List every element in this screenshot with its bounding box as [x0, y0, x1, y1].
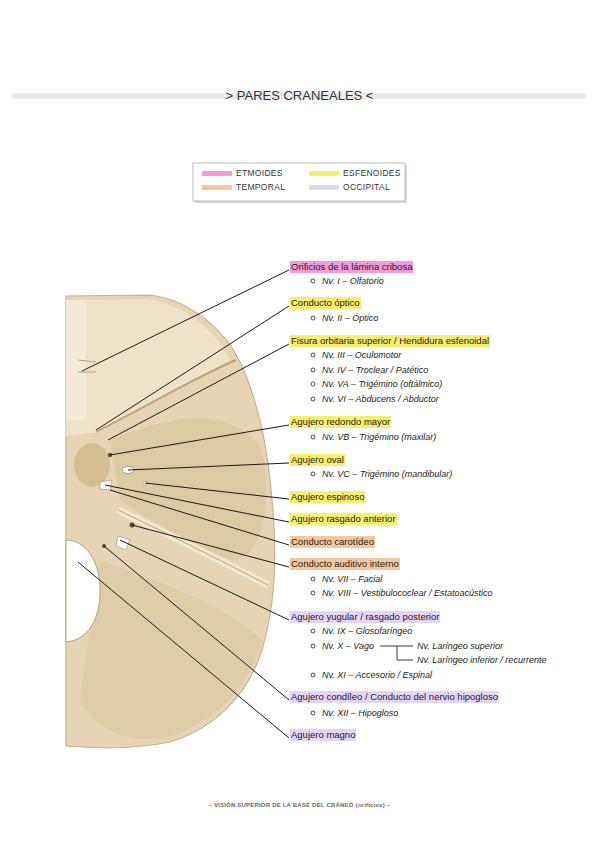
caption: – VISIÓN SUPERIOR DE LA BASE DEL CRÁNEO …	[0, 802, 599, 808]
legend-swatch	[309, 171, 339, 176]
leader-line	[108, 344, 289, 440]
nerve-label: Nv. XI – Accesorio / Espinal	[322, 669, 432, 681]
foramen-label: Agujero condíleo / Conducto del nervio h…	[290, 691, 499, 703]
skull-base	[66, 295, 275, 748]
cribriform-plate	[66, 300, 86, 420]
list-bullet	[311, 629, 315, 633]
list-bullet	[311, 382, 315, 386]
nerve-label: Nv. XII – Hipogloso	[322, 707, 398, 719]
nerve-label: Nv. VIII – Vestibulococlear / Estatoacús…	[322, 587, 493, 599]
foramen-name: Conducto carotídeo	[291, 536, 374, 547]
leader-line	[110, 490, 289, 545]
foramen-name: Agujero condíleo / Conducto del nervio h…	[291, 691, 498, 702]
nerve-label: Nv. Laríngeo inferior / recurrente	[417, 654, 546, 666]
nerve-label: Nv. VI – Abducens / Abductor	[322, 393, 439, 405]
foramen-label: Agujero redondo mayor	[290, 416, 391, 428]
nerve-label: Nv. VC – Trigémino (mandibular)	[322, 468, 452, 480]
foramen-name: Conducto óptico	[291, 297, 360, 308]
foramen-name: Agujero rasgado anterior	[291, 513, 396, 524]
nerve-label: Nv. IV – Troclear / Patético	[322, 364, 428, 376]
nerve-label: Nv. X – Vago	[322, 640, 374, 652]
list-bullet	[311, 435, 315, 439]
list-bullet	[311, 577, 315, 581]
nerve-label: Nv. III – Oculomotor	[322, 349, 401, 361]
petrous-edge	[118, 510, 268, 585]
middle-fossa	[110, 419, 266, 560]
branch-bracket	[380, 646, 413, 660]
petrous-ridge	[118, 510, 268, 585]
foramen-label: Agujero magno	[290, 729, 356, 741]
foramen-name: Agujero redondo mayor	[291, 416, 390, 427]
leader-line	[128, 463, 289, 470]
list-bullet	[311, 711, 315, 715]
legend-text: TEMPORAL	[236, 182, 285, 192]
nerve-label: Nv. Laríngeo superior	[417, 640, 503, 652]
list-bullet	[311, 353, 315, 357]
list-bullet	[311, 591, 315, 595]
foramen-label: Orificios de la lámina cribosa	[290, 261, 413, 273]
nerve-label: Nv. IX – Glosofaríngeo	[322, 625, 412, 637]
anterior-fossa	[66, 299, 230, 436]
legend-text: ESFENOIDES	[343, 168, 401, 178]
foramen-name: Fisura orbitaria superior / Hendidura es…	[291, 335, 489, 346]
page-title: > PARES CRANEALES <	[0, 88, 599, 104]
nerve-label: Nv. I – Olfatorio	[322, 275, 384, 287]
sella-turcica	[74, 443, 110, 487]
leader-line	[104, 546, 289, 700]
nerve-label: Nv. II – Óptico	[322, 312, 378, 324]
foramen-label: Conducto auditivo interno	[290, 558, 400, 570]
nerve-label: Nv. VA – Trigémino (oftálmico)	[322, 378, 442, 390]
foramen-label: Agujero espinoso	[290, 491, 365, 503]
foramen-magnum	[66, 540, 100, 642]
foramen-name: Agujero oval	[291, 454, 344, 465]
leader-line	[78, 562, 289, 738]
leader-line	[82, 270, 289, 371]
foramen-label: Agujero oval	[290, 454, 345, 466]
legend-text: ETMOIDES	[236, 168, 283, 178]
legend-swatch	[202, 185, 232, 190]
legend-text: OCCIPITAL	[343, 182, 390, 192]
foramen-label: Fisura orbitaria superior / Hendidura es…	[290, 335, 490, 347]
list-bullet	[311, 397, 315, 401]
leader-line	[132, 525, 289, 567]
leader-line	[145, 483, 289, 499]
foramen-name: Agujero espinoso	[291, 491, 364, 502]
legend-frame	[193, 163, 405, 201]
foramen-label: Agujero yugular / rasgado posterior	[290, 611, 440, 623]
foramen-label: Conducto óptico	[290, 297, 361, 309]
list-bullet	[311, 673, 315, 677]
foramen-label: Agujero rasgado anterior	[290, 513, 397, 525]
leader-line	[110, 425, 289, 455]
list-bullet	[311, 472, 315, 476]
leader-lines	[78, 270, 289, 738]
leader-line	[96, 306, 289, 430]
foramen-name: Agujero magno	[291, 729, 355, 740]
nerve-label: Nv. VB – Trigémino (maxilar)	[322, 431, 436, 443]
list-bullet	[311, 279, 315, 283]
legend-swatch	[309, 185, 339, 190]
jugular-foramen	[116, 536, 130, 550]
legend-swatch	[202, 171, 232, 176]
list-bullet	[311, 316, 315, 320]
list-bullet	[311, 368, 315, 372]
foramen-name: Orificios de la lámina cribosa	[291, 261, 412, 272]
foramen-name: Agujero yugular / rasgado posterior	[291, 611, 439, 622]
foramen-label: Conducto carotídeo	[290, 536, 375, 548]
nerve-label: Nv. VII – Facial	[322, 573, 382, 585]
foramen-name: Conducto auditivo interno	[291, 558, 399, 569]
list-bullet	[311, 644, 315, 648]
